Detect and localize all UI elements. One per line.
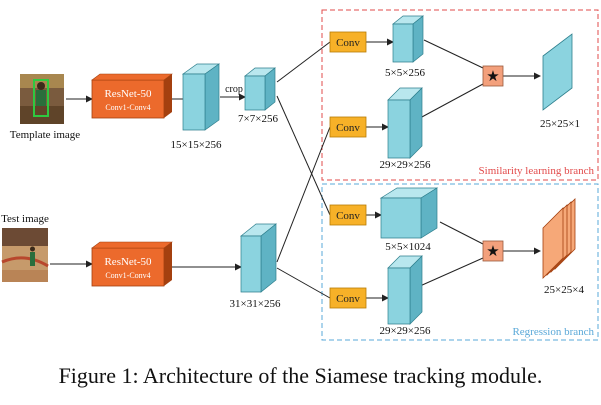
svg-text:Conv: Conv <box>336 293 360 305</box>
line-sim-search-to-star <box>419 83 484 119</box>
figure-caption: Figure 1: Architecture of the Siamese tr… <box>58 363 543 388</box>
cube-reg-kernel <box>379 187 439 239</box>
crop-label: crop <box>225 84 243 95</box>
similarity-output-map <box>542 33 573 111</box>
line-reg-kernel-to-star <box>439 221 484 245</box>
correlation-box-similarity: ★ <box>482 65 504 87</box>
resnet-subtitle: Conv1-Conv4 <box>105 103 150 112</box>
cube-sim-kernel <box>392 15 424 63</box>
conv-box-reg-bottom: Conv <box>329 287 367 309</box>
connection-lines <box>50 38 541 302</box>
test-features-dim: 31×31×256 <box>230 298 281 310</box>
sim-search-dim: 29×29×256 <box>380 159 431 171</box>
conv-box-sim-top: Conv <box>329 31 367 53</box>
resnet-subtitle: Conv1-Conv4 <box>105 271 150 280</box>
resnet-title: ResNet-50 <box>104 88 152 100</box>
line-crop-to-sim-conv <box>276 41 331 83</box>
svg-text:Conv: Conv <box>336 122 360 134</box>
template-crop-dim: 7×7×256 <box>238 113 278 125</box>
sim-kernel-dim: 5×5×256 <box>385 67 425 79</box>
correlation-box-regression: ★ <box>482 240 504 262</box>
line-test-to-sim-conv <box>276 126 331 263</box>
resnet-title: ResNet-50 <box>104 256 152 268</box>
line-reg-search-to-star <box>419 257 484 287</box>
line-test-to-reg-conv <box>276 267 331 299</box>
resnet-block-template: ResNet-50 Conv1-Conv4 <box>91 73 173 119</box>
template-image <box>20 74 64 124</box>
cube-template-features <box>181 63 221 131</box>
svg-text:Conv: Conv <box>336 210 360 222</box>
similarity-branch-label: Similarity learning branch <box>479 165 595 177</box>
cube-template-crop <box>244 67 276 111</box>
regression-output-channel <box>542 207 564 279</box>
sim-output-dim: 25×25×1 <box>540 118 580 130</box>
reg-kernel-dim: 5×5×1024 <box>385 241 431 253</box>
test-image-label: Test image <box>1 213 49 225</box>
reg-search-dim: 29×29×256 <box>380 325 431 337</box>
svg-text:Conv: Conv <box>336 37 360 49</box>
cube-test-features <box>240 223 277 293</box>
line-crop-to-reg-conv <box>276 95 331 216</box>
template-image-label: Template image <box>10 129 81 141</box>
template-features-dim: 15×15×256 <box>171 139 222 151</box>
regression-branch-frame <box>321 183 599 341</box>
correlation-star-icon: ★ <box>486 69 499 85</box>
resnet-block-test: ResNet-50 Conv1-Conv4 <box>91 241 173 287</box>
reg-output-dim: 25×25×4 <box>544 284 584 296</box>
conv-box-sim-bottom: Conv <box>329 116 367 138</box>
regression-branch-label: Regression branch <box>512 326 594 338</box>
line-sim-kernel-to-star <box>423 39 484 69</box>
correlation-star-icon: ★ <box>486 244 499 260</box>
regression-output-stack <box>542 198 576 279</box>
conv-box-reg-top: Conv <box>329 204 367 226</box>
cube-sim-search <box>387 87 423 159</box>
cube-reg-search <box>387 255 423 325</box>
similarity-branch-frame <box>321 9 599 181</box>
test-image <box>1 228 49 282</box>
